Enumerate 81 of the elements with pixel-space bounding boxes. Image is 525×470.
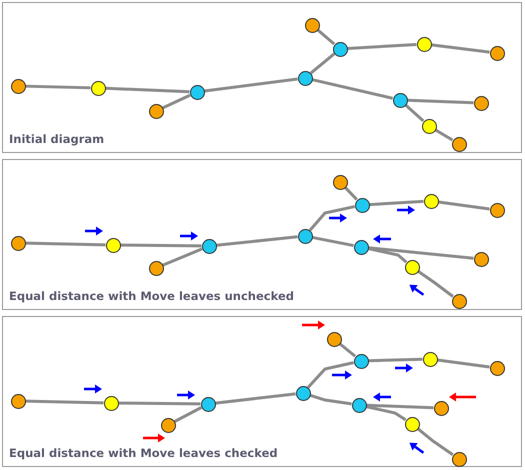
connector-line <box>312 236 354 248</box>
connector-line <box>25 242 106 246</box>
connector-line <box>368 246 474 260</box>
connector-line <box>368 247 408 264</box>
connector-line <box>308 205 355 232</box>
connector-line <box>118 402 201 406</box>
network-node-circle <box>416 36 432 52</box>
connector-line <box>162 247 203 267</box>
network-node-circle <box>452 136 466 152</box>
network-node-circle <box>424 194 438 208</box>
network-node-circle <box>10 78 26 94</box>
network-node-circle <box>490 46 504 60</box>
network-node-circle <box>422 118 436 134</box>
network-node-circle <box>304 18 320 32</box>
network-node-circle <box>200 396 216 412</box>
network-node-circle <box>490 360 504 376</box>
network-node-circle <box>422 352 438 366</box>
network-node-circle <box>434 400 448 416</box>
diagram-panel <box>2 159 522 310</box>
network-node-circle <box>148 104 164 118</box>
diagram-panel <box>2 2 522 153</box>
connector-line <box>417 270 454 298</box>
network-node-circle <box>190 84 204 100</box>
network-node-circle <box>298 70 312 86</box>
network-node-circle <box>160 418 176 432</box>
connector-line <box>25 84 91 90</box>
connector-line <box>366 404 434 410</box>
network-node-circle <box>452 294 466 308</box>
network-node-circle <box>104 396 118 410</box>
connector-line <box>162 94 191 110</box>
network-node-circle <box>10 394 26 408</box>
network-node-circle <box>452 452 466 466</box>
connector-line <box>120 244 202 248</box>
network-node-circle <box>354 198 370 212</box>
network-node-circle <box>298 228 312 244</box>
connector-line <box>404 104 424 122</box>
network-node-circle <box>392 92 408 108</box>
connector-line <box>312 78 394 100</box>
network-node-circle <box>354 240 368 254</box>
network-node-circle <box>490 202 504 218</box>
network-node-circle <box>352 398 366 412</box>
network-node-circle <box>148 260 164 276</box>
connector-line <box>204 77 298 93</box>
network-node-circle <box>106 238 120 252</box>
connector-line <box>368 358 423 362</box>
connector-line <box>310 394 352 406</box>
connector-line <box>437 358 490 368</box>
connector-line <box>216 235 298 247</box>
connector-line <box>347 42 417 50</box>
connector-line <box>434 128 454 142</box>
network-node-circle <box>474 252 488 266</box>
panel-caption: Initial diagram <box>9 132 104 146</box>
connector-line <box>416 428 454 456</box>
connector-line <box>174 406 202 423</box>
network-node-circle <box>326 332 342 346</box>
connector-line <box>366 405 407 422</box>
network-node-circle <box>202 238 216 254</box>
connector-line <box>105 86 190 94</box>
network-node-circle <box>404 416 420 432</box>
network-node-circle <box>354 354 368 368</box>
network-node-circle <box>404 260 420 274</box>
panel-caption: Equal distance with Move leaves checked <box>9 446 278 460</box>
connector-line <box>306 361 354 388</box>
connector-line <box>407 98 474 104</box>
connector-line <box>25 400 104 404</box>
diagram-panel <box>2 316 522 467</box>
network-node-circle <box>10 236 26 250</box>
connector-line <box>316 28 336 46</box>
panel-caption: Equal distance with Move leaves unchecked <box>9 289 294 303</box>
network-node-circle <box>90 80 106 96</box>
network-node-circle <box>332 42 348 56</box>
network-node-circle <box>332 174 348 190</box>
connector-line <box>369 200 424 206</box>
connector-line <box>344 186 358 201</box>
connector-line <box>310 52 336 74</box>
network-node-circle <box>474 96 488 110</box>
connector-line <box>215 392 296 405</box>
network-node-circle <box>296 386 310 400</box>
connector-line <box>438 200 490 210</box>
connector-line <box>431 43 490 54</box>
connector-line <box>338 342 356 358</box>
